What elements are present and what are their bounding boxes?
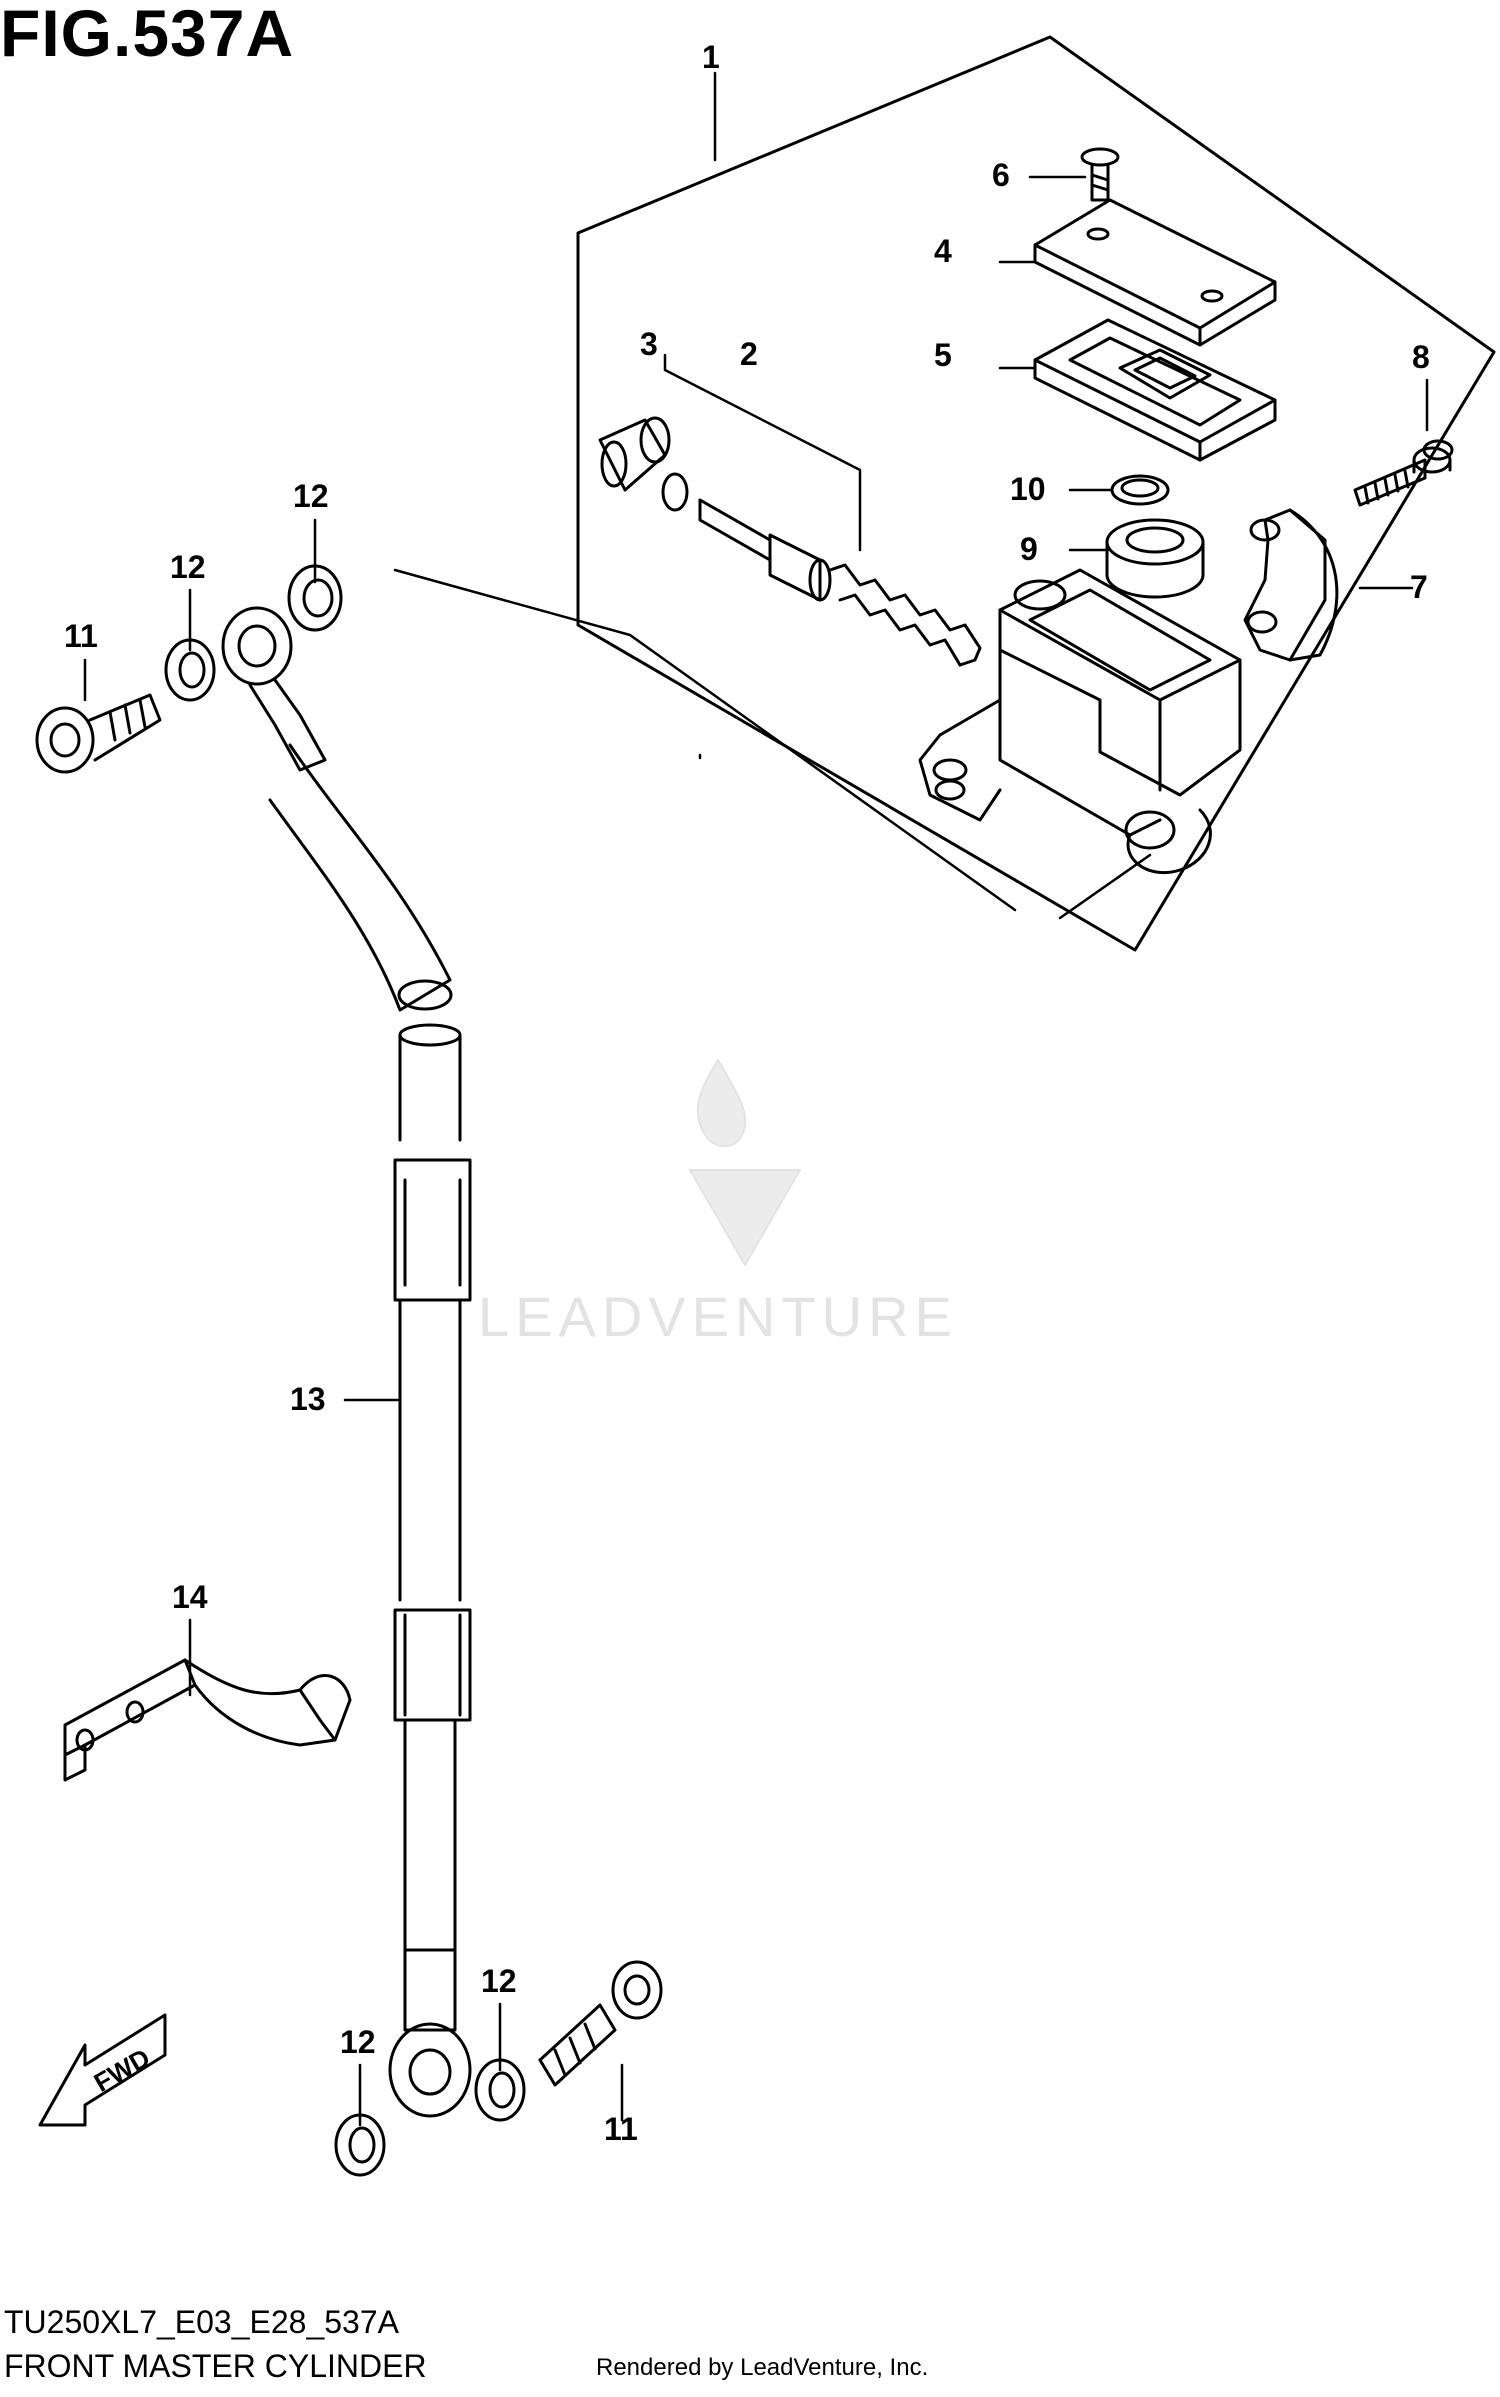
callout-14: 14 [172,1579,208,1615]
banjo-bolt-part-11-upper [35,693,162,774]
reservoir-cap-part-4 [1033,198,1277,347]
callout-11-lower: 11 [604,2111,638,2147]
diagram-caption: FRONT MASTER CYLINDER [4,2348,427,2384]
o-ring-part-10 [1110,474,1170,506]
callout-7: 7 [1410,569,1428,605]
boot-part-3 [598,416,671,492]
callout-5: 5 [934,337,952,373]
assembly-1-boundary [576,35,1496,952]
forward-direction-label: FWD [89,2042,155,2098]
callout-1: 1 [702,39,720,75]
callout-13: 13 [290,1381,326,1417]
callout-12-d: 12 [340,2024,376,2060]
watermark-logo-icon [689,1059,801,1266]
render-credit: Rendered by LeadVenture, Inc. [596,2354,929,2381]
clamp-part-7 [1243,508,1339,662]
seal-part-9 [1105,518,1205,599]
callout-11-upper: 11 [64,618,98,654]
callout-12-c: 12 [481,1963,517,1999]
watermark-brand: LEADVENTURE [478,1285,958,1348]
callout-8: 8 [1412,339,1430,375]
callout-4: 4 [934,233,952,269]
piston-kit-part-2 [661,472,982,667]
diaphragm-part-5 [1033,318,1277,462]
leader-lines [83,71,1429,2127]
clamp-bolt-part-8 [1353,439,1454,507]
callout-9: 9 [1020,531,1038,567]
figure-title: FIG.537A [0,0,295,70]
forward-direction-arrow-icon [38,2013,167,2127]
screw-part-6 [1080,147,1120,202]
diagram-code: TU250XL7_E03_E28_537A [4,2304,399,2340]
washer-part-12-a [287,564,343,632]
callout-12-b: 12 [170,549,206,585]
banjo-bolt-part-11-lower [538,1960,663,2087]
washer-part-12-c [474,2058,526,2122]
callout-6: 6 [992,157,1010,193]
callout-3: 3 [640,326,658,362]
washer-part-12-d [334,2113,386,2177]
callout-10: 10 [1010,471,1046,507]
callout-2: 2 [740,336,758,372]
washer-part-12-b [164,638,216,702]
hose-bracket-part-14 [63,1658,352,1782]
master-cylinder-body [918,568,1242,875]
callout-12-a: 12 [293,478,329,514]
brake-hose-part-13 [221,606,472,2118]
